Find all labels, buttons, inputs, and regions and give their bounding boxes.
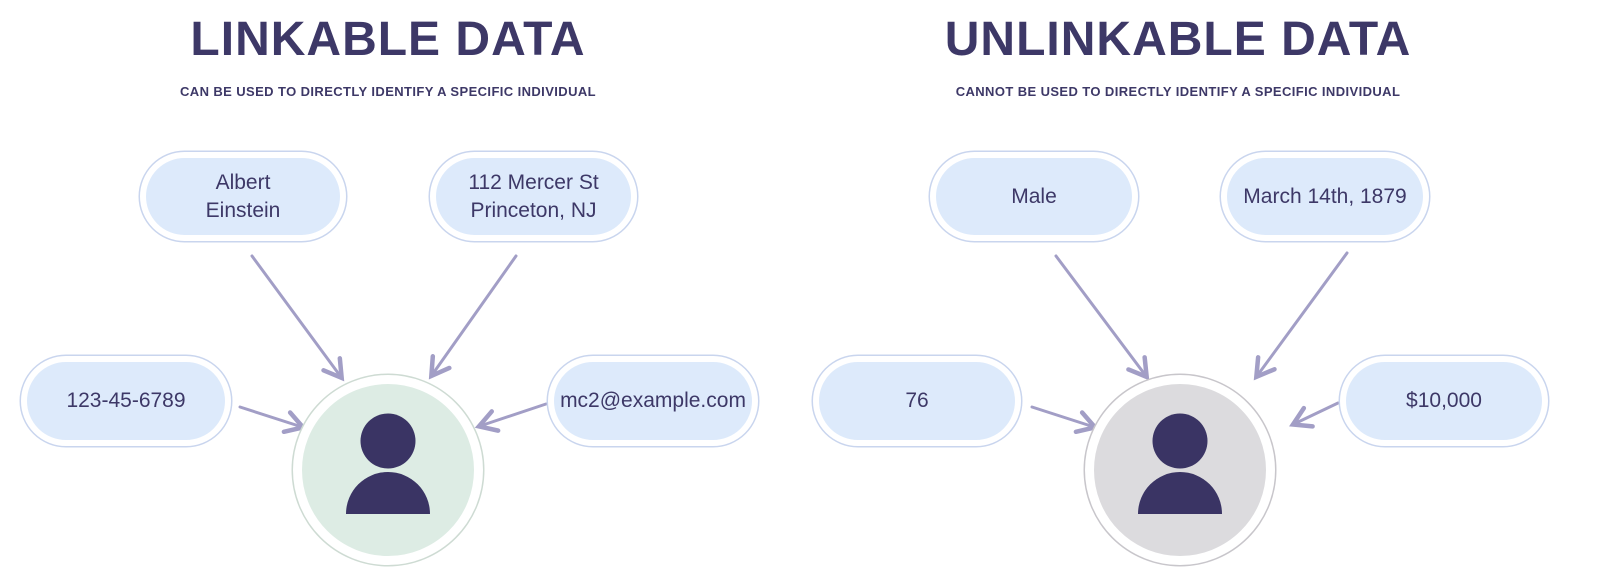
arrow-address-to-person	[428, 254, 518, 380]
panel-subtitle-linkable: CAN BE USED TO DIRECTLY IDENTIFY A SPECI…	[180, 84, 596, 99]
pill-gender: Male	[930, 152, 1138, 241]
pill-age-line: 76	[905, 389, 929, 413]
pill-net-worth-line: $10,000	[1406, 389, 1482, 413]
unlinkable-person-avatar	[1085, 375, 1275, 565]
pill-address-line: 112 Mercer St	[468, 170, 599, 194]
person-icon	[1138, 413, 1222, 514]
pill-address-line: Princeton, NJ	[470, 198, 597, 222]
panel-title-linkable: LINKABLE DATA	[190, 13, 586, 66]
pill-gender-line: Male	[1011, 184, 1057, 208]
arrow-networth-to-person	[1289, 401, 1340, 429]
pill-email: mc2@example.com	[548, 356, 758, 446]
person-icon	[346, 413, 430, 514]
arrow-age-to-person	[1030, 405, 1100, 435]
arrow-birthdate-to-person	[1253, 251, 1349, 381]
pill-name-line: Einstein	[205, 198, 281, 222]
pill-name-line: Albert	[215, 170, 271, 194]
panel-subtitle-unlinkable: CANNOT BE USED TO DIRECTLY IDENTIFY A SP…	[955, 84, 1401, 99]
arrow-name-to-person	[250, 254, 345, 382]
pill-birthdate-line: March 14th, 1879	[1243, 184, 1407, 208]
pill-ssn-line: 123-45-6789	[66, 389, 186, 413]
pill-name: Albert Einstein	[140, 152, 346, 241]
linkable-person-avatar	[293, 375, 483, 565]
arrow-email-to-person	[474, 402, 548, 433]
pill-email-line: mc2@example.com	[560, 389, 746, 413]
pill-birthdate: March 14th, 1879	[1221, 152, 1429, 241]
arrow-gender-to-person	[1054, 254, 1150, 381]
pill-ssn: 123-45-6789	[21, 356, 231, 446]
pill-age: 76	[813, 356, 1021, 446]
panel-title-unlinkable: UNLINKABLE DATA	[944, 13, 1412, 66]
arrow-ssn-to-person	[238, 405, 308, 435]
pill-address: 112 Mercer St Princeton, NJ	[430, 152, 637, 241]
pill-net-worth: $10,000	[1340, 356, 1548, 446]
